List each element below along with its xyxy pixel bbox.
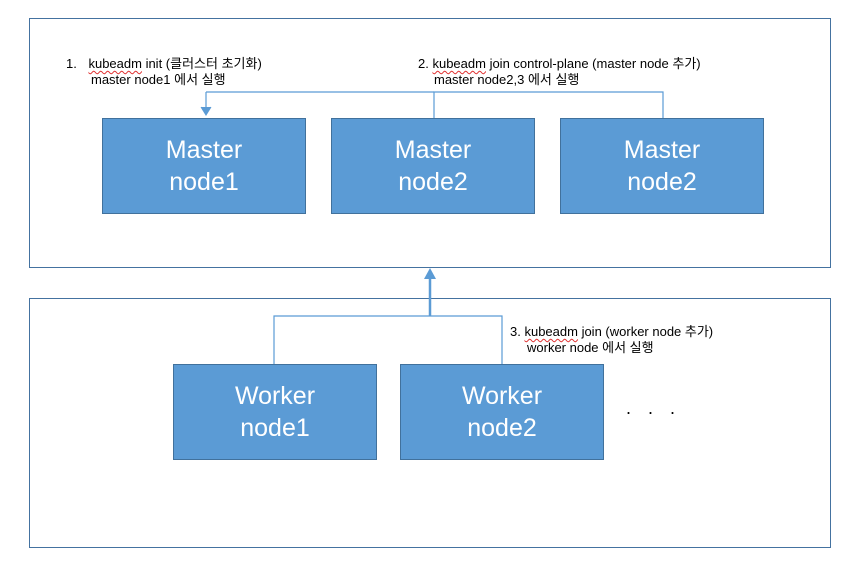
- master-node-1: Master node1: [102, 118, 306, 214]
- worker-node-2-line2: node2: [467, 414, 537, 442]
- master-connector: [433, 91, 664, 118]
- master-node-1-line1: Master: [165, 136, 243, 164]
- note-kubeadm-join-control-plane: 2. kubeadm join control-plane (master no…: [418, 56, 701, 88]
- master-node-2: Master node2: [331, 118, 535, 214]
- note-kubeadm-join-cp-line2: master node2,3 에서 실행: [434, 72, 580, 87]
- note-kubeadm-init-line2: master node1 에서 실행: [91, 72, 226, 87]
- more-workers-ellipsis: . . .: [626, 398, 682, 418]
- note3-command: kubeadm: [524, 324, 578, 339]
- worker-node-1-line1: Worker: [234, 382, 316, 410]
- worker-up-arrowhead: [424, 268, 436, 279]
- worker-node-1: Worker node1: [173, 364, 377, 460]
- master-node-3: Master node2: [560, 118, 764, 214]
- note-kubeadm-join-worker: 3. kubeadm join (worker node 추가) worker …: [510, 324, 713, 356]
- note1-command: kubeadm: [88, 56, 142, 71]
- master1-arrowhead: [200, 106, 212, 116]
- master-node-3-line2: node2: [627, 168, 697, 196]
- master-node-1-line2: node1: [169, 168, 239, 196]
- worker-connector: [273, 315, 503, 364]
- note3-rest: join (worker node 추가): [577, 324, 714, 339]
- note3-number: 3.: [510, 324, 521, 339]
- note-kubeadm-join-worker-line1: 3. kubeadm join (worker node 추가): [510, 324, 713, 340]
- note-kubeadm-init: 1. kubeadm init (클러스터 초기화) master node1 …: [66, 56, 262, 88]
- master-node-2-line1: Master: [394, 136, 472, 164]
- note2-rest: join control-plane (master node 추가): [485, 56, 701, 71]
- worker-node-1-line2: node1: [240, 414, 310, 442]
- note-kubeadm-join-worker-line2: worker node 에서 실행: [527, 340, 654, 355]
- worker-node-2-line1: Worker: [461, 382, 543, 410]
- master-node-2-line2: node2: [398, 168, 468, 196]
- worker-node-2: Worker node2: [400, 364, 604, 460]
- master-node-3-line1: Master: [623, 136, 701, 164]
- note2-command: kubeadm: [432, 56, 486, 71]
- note1-number: 1.: [66, 56, 77, 71]
- note-kubeadm-init-line1: 1. kubeadm init (클러스터 초기화): [66, 56, 262, 72]
- note2-number: 2.: [418, 56, 429, 71]
- note-kubeadm-join-cp-line1: 2. kubeadm join control-plane (master no…: [418, 56, 701, 72]
- note1-rest: init (클러스터 초기화): [141, 56, 262, 71]
